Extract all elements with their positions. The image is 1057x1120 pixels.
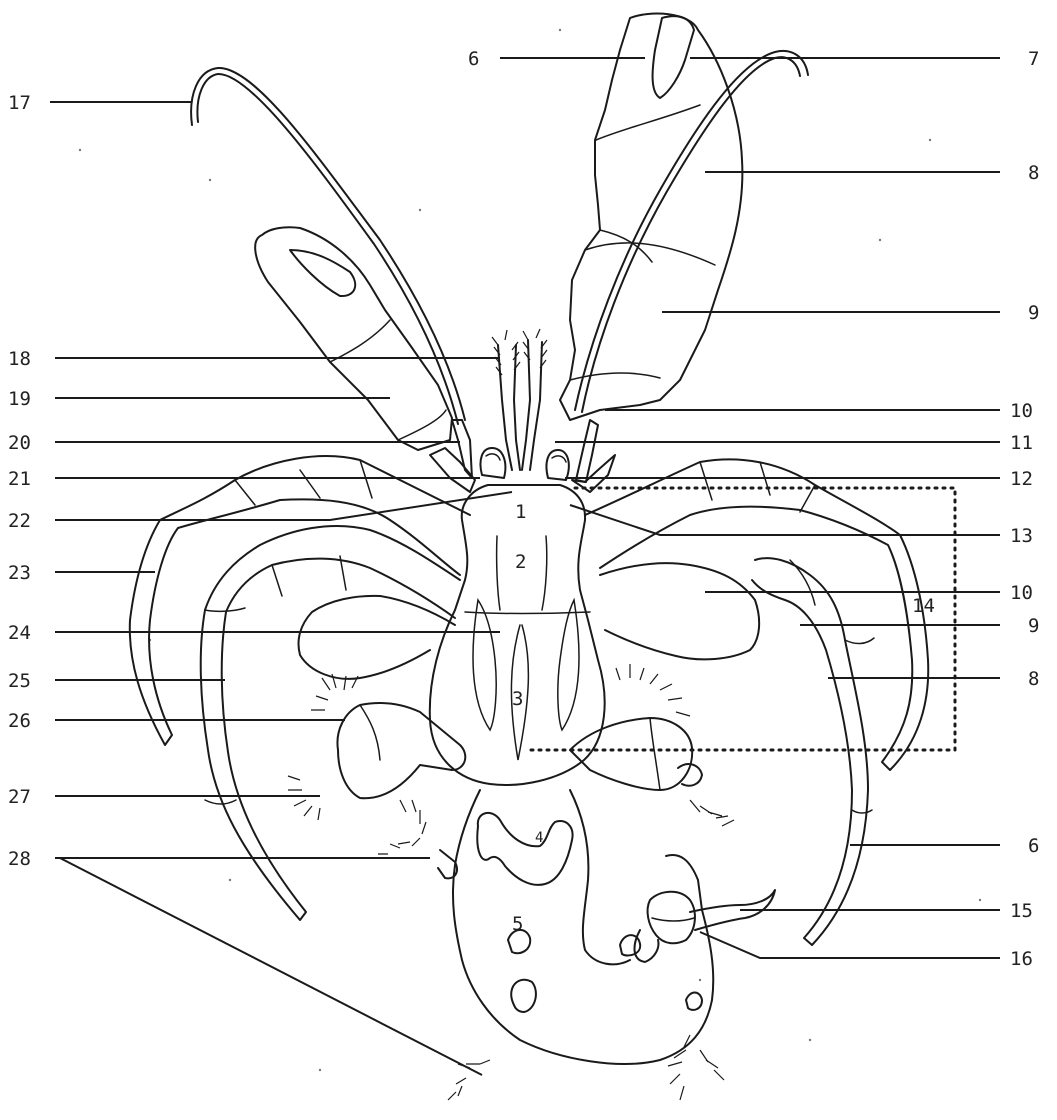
callout-15: 15 xyxy=(1010,900,1033,922)
leader-lines-left xyxy=(50,102,512,1075)
callout-12: 12 xyxy=(1010,468,1033,490)
body-number-3: 3 xyxy=(512,688,523,710)
callout-24: 24 xyxy=(8,622,31,644)
mouthparts xyxy=(430,420,615,492)
callout-16: 16 xyxy=(1010,948,1033,970)
callout-6-lower: 6 xyxy=(1028,835,1039,857)
callout-10-top: 10 xyxy=(1010,400,1033,422)
callout-6-top: 6 xyxy=(468,48,479,70)
callout-25: 25 xyxy=(8,670,31,692)
paper-specks xyxy=(79,29,981,1071)
body-number-2: 2 xyxy=(515,551,526,573)
callout-23: 23 xyxy=(8,562,31,584)
callout-9-top: 9 xyxy=(1028,302,1039,324)
body-number-5: 5 xyxy=(512,913,523,935)
left-cheliped xyxy=(255,227,452,450)
callout-8-top: 8 xyxy=(1028,162,1039,184)
callout-26: 26 xyxy=(8,710,31,732)
callouts-left: 17 18 19 20 21 22 23 24 25 26 27 28 xyxy=(8,92,31,870)
right-walking-legs xyxy=(585,459,928,945)
antennules xyxy=(492,329,547,470)
callout-18: 18 xyxy=(8,348,31,370)
uropods xyxy=(635,890,775,962)
region-14-box xyxy=(530,488,955,750)
callout-27: 27 xyxy=(8,786,31,808)
callout-20: 20 xyxy=(8,432,31,454)
callout-28: 28 xyxy=(8,848,31,870)
callout-17: 17 xyxy=(8,92,31,114)
callout-8-lower: 8 xyxy=(1028,668,1039,690)
callout-14: 14 xyxy=(912,595,935,617)
callout-7: 7 xyxy=(1028,48,1039,70)
abdomen xyxy=(378,790,724,1100)
body-number-4: 4 xyxy=(535,830,543,846)
callout-22: 22 xyxy=(8,510,31,532)
leader-lines-right xyxy=(500,58,1000,958)
callout-19: 19 xyxy=(8,388,31,410)
body-numbers: 1 2 3 4 5 xyxy=(512,501,543,935)
callout-11: 11 xyxy=(1010,432,1033,454)
callout-9-lower: 9 xyxy=(1028,615,1039,637)
callout-21: 21 xyxy=(8,468,31,490)
callout-10-lower: 10 xyxy=(1010,582,1033,604)
left-walking-legs xyxy=(130,456,470,920)
body-number-1: 1 xyxy=(515,501,526,523)
callout-13: 13 xyxy=(1010,525,1033,547)
sternum xyxy=(430,485,605,785)
